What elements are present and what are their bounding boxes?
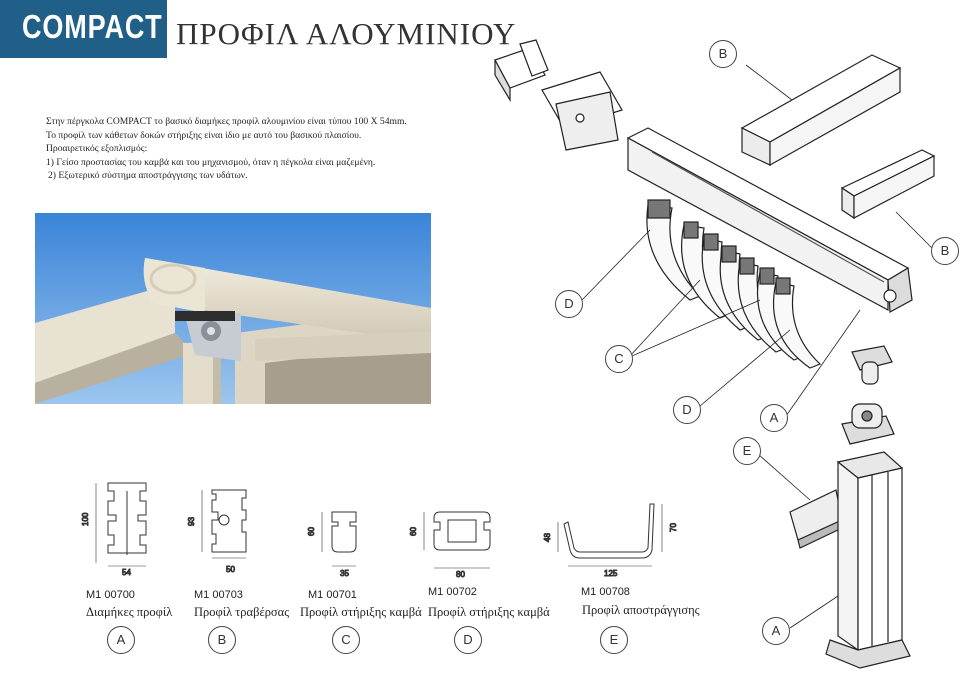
dim-b-width: 50 [226,565,235,574]
connector-part [851,345,893,385]
profile-code-b: M1 00703 [194,589,243,601]
profile-code-c: M1 00701 [308,589,357,601]
logo-banner: COMPACT [0,0,167,58]
traverse-profile-upper [740,54,902,167]
bracket-part-1 [494,39,549,103]
intro-line: Στην πέργκολα COMPACT το βασικό διαμήκες… [46,116,407,127]
dim-b-height: 93 [187,517,196,526]
end-plate-part [541,71,623,151]
vertical-post [825,451,911,669]
profile-letter-e: E [600,626,628,654]
gutter-part [789,489,843,549]
profile-section-e: 48 70 125 [543,503,679,579]
dim-d-height: 60 [409,527,418,536]
profile-letter-d: D [454,626,482,654]
dim-e-width: 125 [604,569,618,578]
profile-section-d: 60 80 [409,511,491,580]
main-beam-profile [626,127,913,313]
exploded-diagram [494,39,936,669]
dim-a-height: 100 [81,512,90,526]
profile-section-c: 60 35 [307,511,357,579]
profile-name-d: Προφίλ στήριξης καμβά [428,605,550,619]
intro-line: Προαιρετικός εξοπλισμός: [46,143,148,155]
profile-name-e: Προφίλ αποστράγγισης [582,603,700,617]
profile-sections: 100 54 93 50 60 35 60 80 [81,482,679,580]
dim-e-right-height: 70 [669,523,678,532]
diagram-label-d: D [555,290,583,318]
intro-text: Στην πέργκολα COMPACT το βασικό διαμήκες… [46,115,486,183]
diagram-label-d: D [673,396,701,424]
logo-text: COMPACT [22,8,163,45]
profile-code-d: M1 00702 [428,586,477,598]
profile-name-a: Διαμήκες προφίλ [86,605,173,619]
diagram-label-b: B [709,40,737,68]
diagram-label-e: E [733,437,761,465]
canvas-folds [646,199,822,369]
dim-c-height: 60 [307,527,316,536]
dim-c-width: 35 [340,569,349,578]
traverse-profile-lower [840,149,936,220]
diagram-label-a: A [762,617,790,645]
profile-letter-c: C [332,626,360,654]
pergola-photo [35,213,431,404]
profile-code-a: M1 00700 [86,589,135,601]
dim-a-width: 54 [122,568,131,577]
dim-e-left-height: 48 [543,533,552,542]
profile-section-a: 100 54 [81,482,147,578]
intro-line: Το προφίλ των κάθετων δοκών στήριξης είν… [46,129,362,141]
diagram-label-b: B [931,237,959,265]
diagram-label-c: C [605,345,633,373]
profile-name-c: Προφίλ στήριξης καμβά [300,605,422,619]
dim-d-width: 80 [456,570,465,579]
intro-line: 1) Γείσο προστασίας του καμβά και του μη… [46,156,376,168]
profile-name-b: Προφίλ τραβέρσας [194,605,290,619]
profile-section-b: 93 50 [187,489,247,575]
profile-letter-b: B [208,626,236,654]
diagram-label-a: A [760,404,788,432]
profile-letter-a: A [107,626,135,654]
pulley-part [841,403,895,445]
intro-line: 2) Εξωτερικό σύστημα αποστράγγισης των υ… [48,170,248,182]
page-title: ΠΡΟΦΙΛ ΑΛΟΥΜΙΝΙΟΥ [176,16,517,51]
profile-code-e: M1 00708 [581,586,630,598]
